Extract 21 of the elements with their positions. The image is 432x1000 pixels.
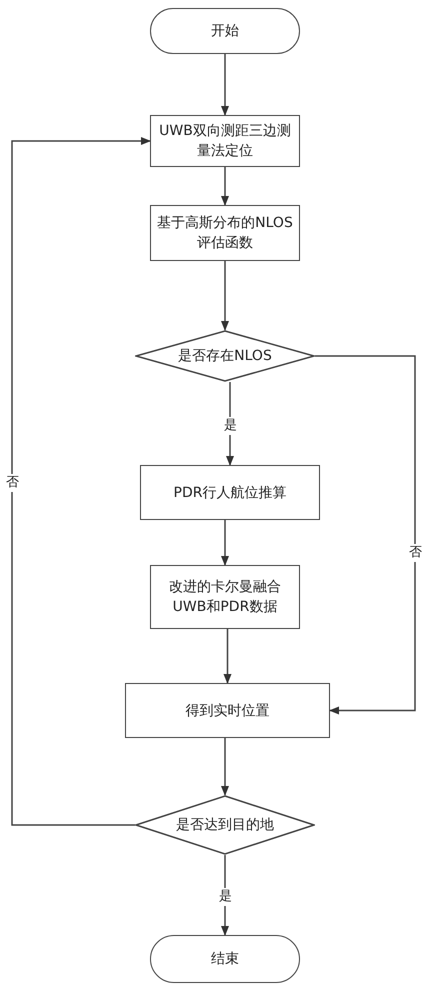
arrow bbox=[221, 261, 229, 331]
decision-diamond: 是否存在NLOS bbox=[135, 330, 315, 382]
arrow bbox=[315, 355, 416, 714]
process-box: 基于高斯分布的NLOS评估函数 bbox=[150, 205, 300, 261]
edge-label: 是 bbox=[217, 888, 234, 906]
arrow bbox=[221, 520, 229, 566]
start-terminal: 开始 bbox=[150, 8, 300, 54]
edge-label: 否 bbox=[407, 544, 424, 562]
process-box: PDR行人航位推算 bbox=[140, 465, 320, 520]
end-terminal: 结束 bbox=[150, 935, 300, 983]
arrow bbox=[11, 137, 151, 826]
process-box: 改进的卡尔曼融合UWB和PDR数据 bbox=[150, 565, 300, 629]
process-box: 得到实时位置 bbox=[125, 683, 330, 738]
decision-diamond: 是否达到目的地 bbox=[135, 795, 315, 855]
arrow bbox=[221, 738, 229, 796]
arrow bbox=[221, 54, 229, 116]
edge-label: 是 bbox=[222, 416, 239, 434]
arrow bbox=[221, 167, 229, 206]
edge-label: 否 bbox=[4, 474, 21, 492]
arrow bbox=[224, 629, 232, 684]
process-box: UWB双向测距三边测量法定位 bbox=[150, 115, 300, 167]
